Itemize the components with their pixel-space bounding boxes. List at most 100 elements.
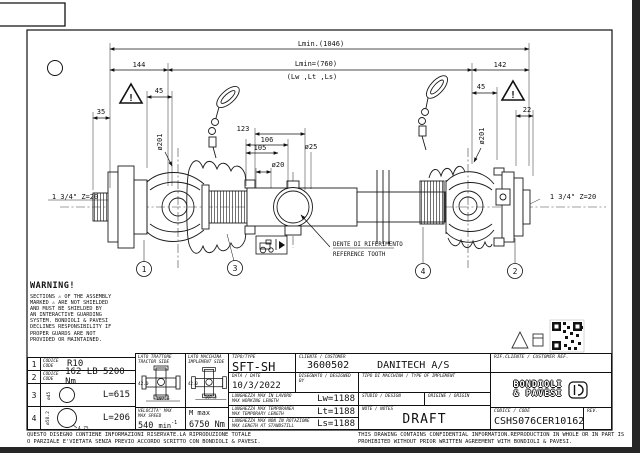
- studio-label: STUDIO / DESIGN: [362, 394, 401, 399]
- spline-label-left: 1 3/4" Z=20: [52, 193, 98, 201]
- warning-mark-right: !: [510, 90, 516, 101]
- part-balloons: 1 3 4 2: [136, 227, 523, 279]
- code-value: CSHS076CER10162: [494, 416, 585, 428]
- customer-ref-cell: RIF.CLIENTE / CUSTOMER REF.: [490, 353, 612, 373]
- tractor-cross-length: 107.5: [156, 396, 170, 402]
- date-cell: DATA / DATE 10/3/2022: [228, 372, 296, 393]
- length-temporary-en: MAX TEMPORARY LENGTH: [232, 411, 284, 417]
- dim-142: 142: [494, 61, 507, 69]
- outer-tube-section-icon: ø58.2 4.75: [45, 407, 89, 430]
- part-row-1-value: R10: [67, 359, 84, 369]
- inner-tube-section-icon: ø45: [46, 387, 75, 403]
- logo-cell: BONDIOLI & PAVESI: [490, 372, 612, 408]
- implement-side-box: LATO MACCHINA IMPLEMENT SIDE 42.0 107.5: [185, 353, 229, 408]
- footer-it-line-2: O PARZIALE E'VIETATA SENZA PREVIO ACCORD…: [27, 439, 261, 445]
- qr-code: [549, 319, 585, 353]
- length-standstill-it: LUNGHEZZA MAX NON IN ROTAZIONE: [232, 418, 310, 424]
- outer-tube-wall: 4.75: [78, 425, 89, 430]
- implement-cross-journal-icon: 42.0 107.5: [188, 367, 227, 400]
- max-speed-box: VELOCITA' MAX MAX SPEED 540 min-1: [135, 407, 186, 431]
- part-row-2-value: 162 LB 5200 Nm: [65, 367, 125, 387]
- torque-label: M max: [189, 409, 211, 417]
- warning-line: SYSTEM. BONDIOLI & PAVESI: [30, 318, 109, 325]
- dim-dia25: ø25: [305, 143, 318, 151]
- warning-line: PROVIDED OR MAINTAINED.: [30, 336, 102, 343]
- tractor-direction-icon: [255, 235, 288, 255]
- tractor-side-box: LATO TRATTORE TRACTOR SIDE 42.0 107.5: [135, 353, 186, 408]
- part-row-4: ø58.2 4.75 L=206: [40, 406, 136, 430]
- customer-cell: CLIENTE / CUSTOMER 3600502 DANITECH A/S: [295, 353, 491, 373]
- dimension-labels: Lmin.(1046) Lmin=(760) (Lw ,Lt ,Ls) 144 …: [52, 40, 596, 201]
- balloon-1: 1: [142, 265, 147, 274]
- dim-144: 144: [133, 61, 146, 69]
- type-label: TIPO/TYPE: [232, 355, 256, 360]
- studio-cell: STUDIO / DESIGN: [358, 392, 425, 406]
- warning-line: AN INTERACTIVE GUARDING: [30, 312, 102, 319]
- date-value: 10/3/2022: [232, 381, 281, 391]
- customer-ref-label: RIF.CLIENTE / CUSTOMER REF.: [494, 355, 569, 360]
- tractor-side-label-it: LATO TRATTORE: [138, 355, 172, 360]
- code-label-en: CODE: [43, 377, 54, 382]
- code-cell: CODICE / CODE CSHS076CER10162: [490, 407, 584, 430]
- designed-by-cell: DISEGNATO / DESIGNED BY: [295, 372, 359, 393]
- warning-triangle-left: !: [118, 82, 144, 104]
- tractor-side-label-en: TRACTOR SIDE: [138, 360, 170, 365]
- torque-box: M max 6750 Nm: [185, 407, 229, 430]
- balloon-3: 3: [233, 264, 238, 273]
- part-row-2-no: 2: [27, 370, 41, 384]
- dim-123: 123: [237, 125, 250, 133]
- origin-cell: ORIGINE / ORIGIN: [424, 392, 491, 406]
- bondioli-pavesi-logo-icon: [568, 381, 589, 399]
- logo-line-1: BONDIOLI: [513, 380, 563, 390]
- rev-cell: REV.: [583, 407, 612, 430]
- torque-value: 6750 Nm: [189, 420, 225, 430]
- dim-22: 22: [523, 106, 531, 114]
- warning-line: SECTIONS ⚠ OF THE ASSEMBLY: [30, 294, 112, 300]
- customer-name: DANITECH A/S: [377, 360, 450, 371]
- code-label-it: CODICE: [43, 372, 59, 377]
- part-row-3-value: L=615: [102, 390, 130, 400]
- implement-side-label-it: LATO MACCHINA: [188, 355, 222, 360]
- footer-en-line-2: PROHIBITED WITHOUT PRIOR WRITTEN AGREEME…: [358, 439, 573, 445]
- length-temporary-it: LUNGHEZZA MAX TEMPORANEA: [232, 406, 295, 412]
- footer-en-line-1: THIS DRAWING CONTAINS CONFIDENTIAL INFOR…: [358, 432, 625, 438]
- shaft-assembly: [92, 160, 531, 254]
- type-value: SFT-SH: [232, 360, 276, 374]
- max-speed-label-en: MAX SPEED: [138, 414, 162, 419]
- dimension-lines: [48, 43, 541, 248]
- max-speed-value: 540: [138, 420, 154, 431]
- length-temporary-value: Lt=1188: [317, 406, 355, 417]
- max-speed-unit: min: [158, 421, 172, 430]
- part-row-3-no: 3: [27, 383, 41, 407]
- safety-chain-left: [208, 86, 240, 159]
- balloon-2: 2: [513, 267, 518, 276]
- dim-lmin-working-sub: (Lw ,Lt ,Ls): [287, 73, 338, 81]
- inner-tube-dia: ø45: [46, 391, 52, 400]
- customer-label: CLIENTE / CUSTOMER: [299, 355, 346, 360]
- implement-type-label: TIPO DI MACCHINA / TYPE OF IMPLEMENT: [362, 374, 456, 379]
- code-label-en: CODE: [43, 364, 54, 369]
- footer-it-line-1: QUESTO DISEGNO CONTIENE INFORMAZIONI RIS…: [27, 432, 251, 438]
- notes-value: DRAFT: [402, 412, 447, 427]
- warning-line: PROPER GUARDS ARE NOT: [30, 330, 96, 337]
- code-label-it: CODICE: [43, 359, 59, 364]
- reference-tooth-en: REFERENCE TOOTH: [333, 252, 386, 258]
- origin-label: ORIGINE / ORIGIN: [428, 394, 470, 399]
- dim-106: 106: [261, 136, 274, 144]
- designed-by-label: DISEGNATO / DESIGNED BY: [299, 374, 351, 384]
- dim-lmin-working: Lmin=(760): [295, 60, 337, 68]
- code-label: CODICE / CODE: [494, 409, 530, 414]
- type-cell: TIPO/TYPE SFT-SH: [228, 353, 296, 374]
- footer-disclaimer-en: THIS DRAWING CONTAINS CONFIDENTIAL INFOR…: [358, 432, 624, 446]
- warning-note: WARNING! SECTIONS ⚠ OF THE ASSEMBLY MARK…: [30, 281, 140, 343]
- length-standstill-value: Ls=1188: [317, 418, 355, 429]
- dim-lmin-total: Lmin.(1046): [298, 40, 344, 48]
- part-row-1-no: 1: [27, 357, 41, 371]
- length-working-it: LUNGHEZZA MAX IN LAVORO: [232, 394, 292, 399]
